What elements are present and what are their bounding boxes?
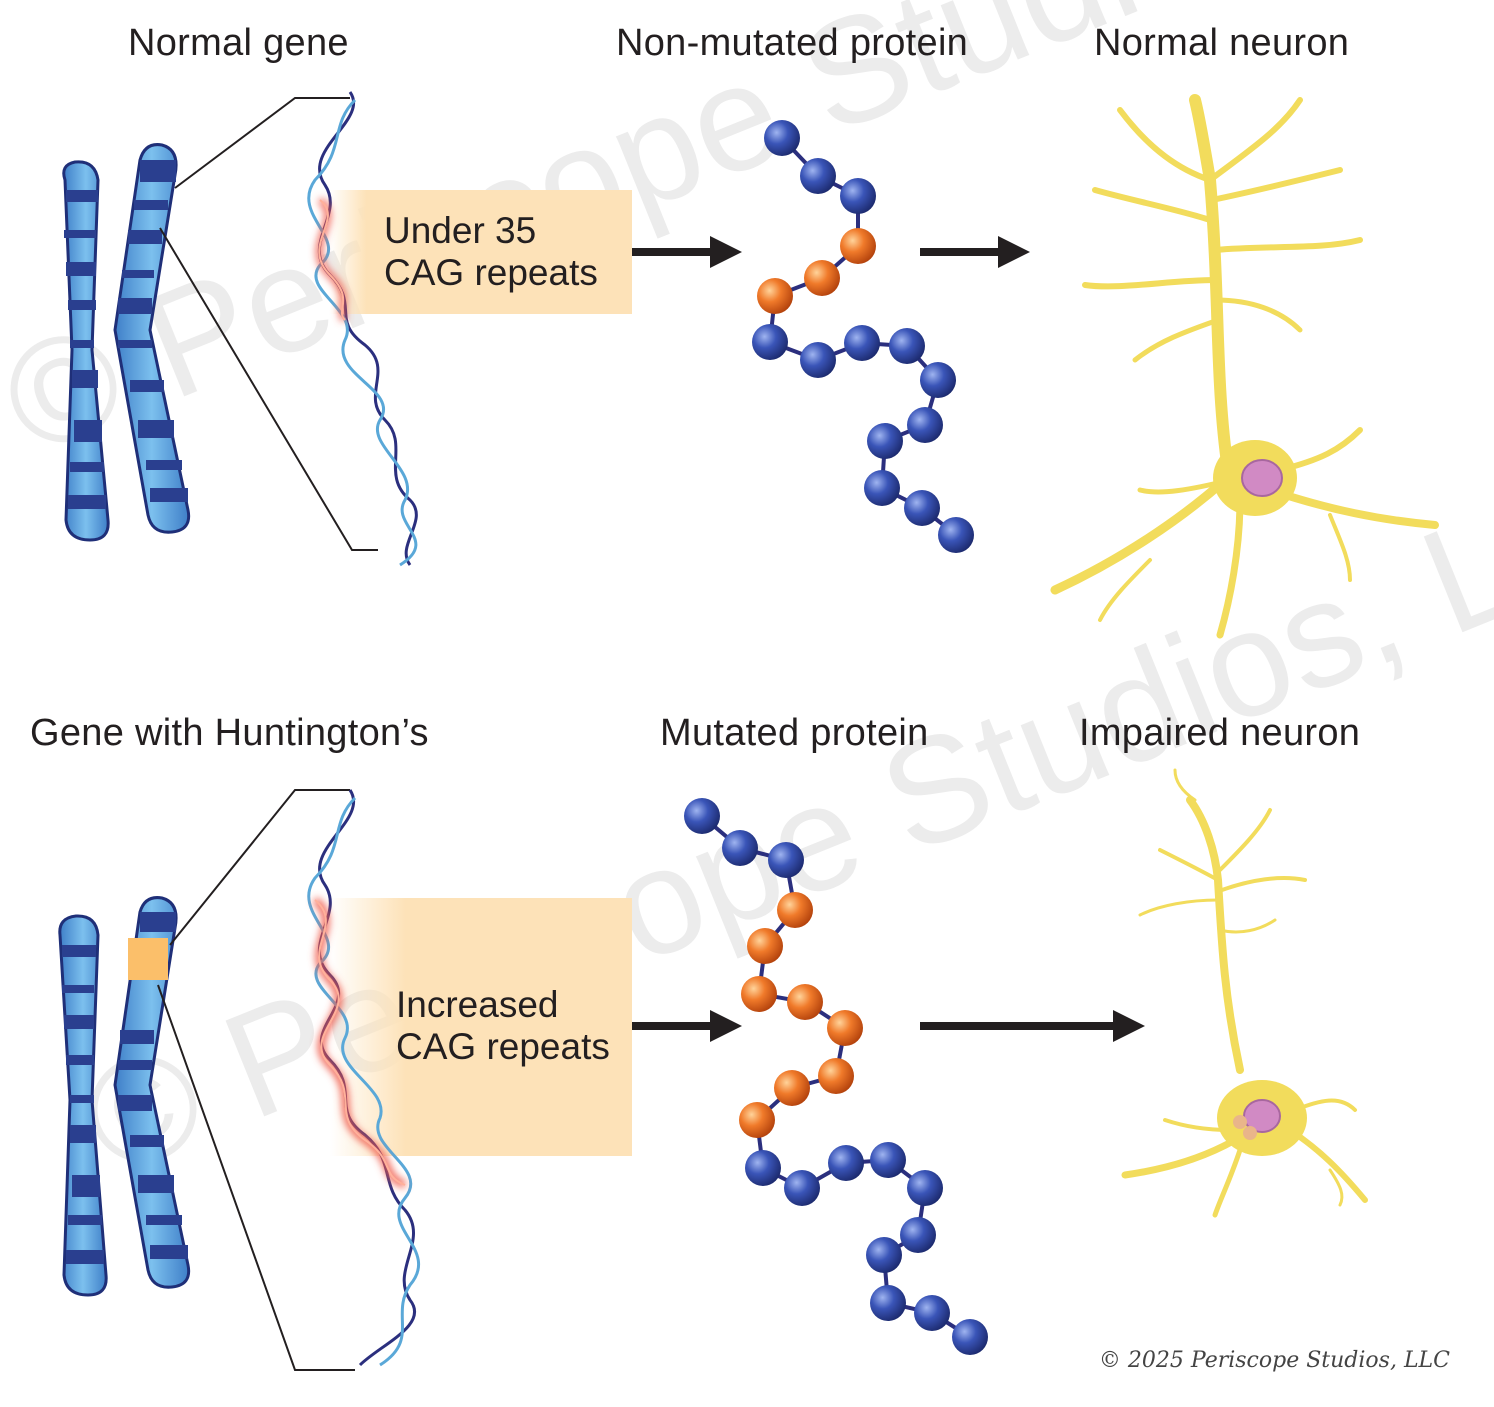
top-protein-bead: [752, 324, 788, 360]
bottom-neuron-label: Impaired neuron: [1079, 712, 1361, 754]
bottom-protein-cag-bead: [818, 1058, 854, 1094]
top-zoom-line-lower: [159, 227, 378, 551]
bottom-gene-label: Gene with Huntington’s: [30, 712, 429, 754]
top-cag-line2: CAG repeats: [384, 252, 598, 293]
bottom-zoom-line-lower: [157, 984, 355, 1371]
bottom-protein-bead: [828, 1145, 864, 1181]
bottom-protein-bead: [784, 1170, 820, 1206]
top-protein-bead: [889, 328, 925, 364]
top-gene-label: Normal gene: [128, 22, 349, 64]
bottom-protein-bead: [745, 1150, 781, 1186]
top-protein-cag-bead: [840, 228, 876, 264]
top-normal-neuron: [1050, 94, 1439, 639]
bottom-protein-bead: [722, 830, 758, 866]
top-protein-cag-bead: [757, 278, 793, 314]
bottom-protein-cag-bead: [739, 1102, 775, 1138]
top-zoom-lines: [174, 97, 350, 189]
bottom-arrow-2-head: [1113, 1010, 1145, 1042]
bottom-protein-bead: [866, 1237, 902, 1273]
bottom-chromosome-left: [58, 914, 108, 1297]
top-dna-helix: [307, 91, 418, 567]
bottom-dna-helix: [307, 789, 421, 1367]
top-neuron-nucleus: [1241, 459, 1283, 497]
top-arrow-1-head: [710, 236, 742, 268]
bottom-protein-chain: [684, 798, 988, 1355]
bottom-protein-cag-bead: [777, 892, 813, 928]
copyright-credit: © 2025 Periscope Studios, LLC: [1098, 1348, 1450, 1373]
top-neuron-label: Normal neuron: [1094, 22, 1350, 64]
top-protein-bead: [920, 362, 956, 398]
bottom-protein-bead: [914, 1295, 950, 1331]
top-protein-bead: [844, 325, 880, 361]
bottom-protein-label: Mutated protein: [660, 712, 929, 754]
bottom-neuron-nucleus: [1243, 1099, 1281, 1133]
bottom-protein-bead: [768, 842, 804, 878]
top-protein-bead: [800, 342, 836, 378]
bottom-arrow-1-head: [710, 1010, 742, 1042]
bottom-protein-bead: [900, 1217, 936, 1253]
top-protein-cag-bead: [804, 260, 840, 296]
top-protein-bead: [840, 178, 876, 214]
bottom-neuron-aggregate: [1233, 1115, 1247, 1129]
top-protein-bead: [864, 470, 900, 506]
top-arrow-2-head: [998, 236, 1030, 268]
top-protein-bead: [764, 120, 800, 156]
bottom-cag-line1: Increased: [396, 984, 559, 1025]
bottom-cag-line2: CAG repeats: [396, 1026, 610, 1067]
bottom-impaired-neuron: [1121, 768, 1368, 1218]
bottom-zoom-line-upper: [169, 789, 350, 946]
bottom-protein-bead: [952, 1319, 988, 1355]
bottom-protein-cag-bead: [741, 976, 777, 1012]
bottom-protein-cag-bead: [747, 928, 783, 964]
bottom-protein-bead: [907, 1170, 943, 1206]
top-protein-linker: [767, 136, 958, 537]
bottom-protein-cag-bead: [787, 984, 823, 1020]
bottom-protein-bead: [870, 1142, 906, 1178]
top-chromosome-left: [62, 160, 110, 542]
bottom-protein-bead: [684, 798, 720, 834]
bottom-protein-cag-bead: [827, 1010, 863, 1046]
bottom-protein-bead: [870, 1285, 906, 1321]
bottom-protein-cag-bead: [774, 1070, 810, 1106]
top-chromosome-pair: [62, 143, 191, 542]
top-protein-bead: [907, 407, 943, 443]
top-cag-text: Under 35 CAG repeats: [384, 210, 598, 294]
bottom-chromosome-pair: [58, 896, 191, 1297]
bottom-chromosome-mutation-band: [128, 938, 168, 980]
bottom-cag-text: Increased CAG repeats: [396, 984, 610, 1068]
top-protein-bead: [867, 423, 903, 459]
bottom-neuron-aggregate-2: [1243, 1126, 1257, 1140]
top-cag-box: [330, 190, 632, 314]
top-protein-label: Non-mutated protein: [616, 22, 969, 64]
top-cag-line1: Under 35: [384, 210, 537, 251]
top-protein-bead: [938, 517, 974, 553]
top-protein-bead: [904, 490, 940, 526]
top-protein-bead: [800, 158, 836, 194]
top-protein-chain: [752, 120, 974, 553]
